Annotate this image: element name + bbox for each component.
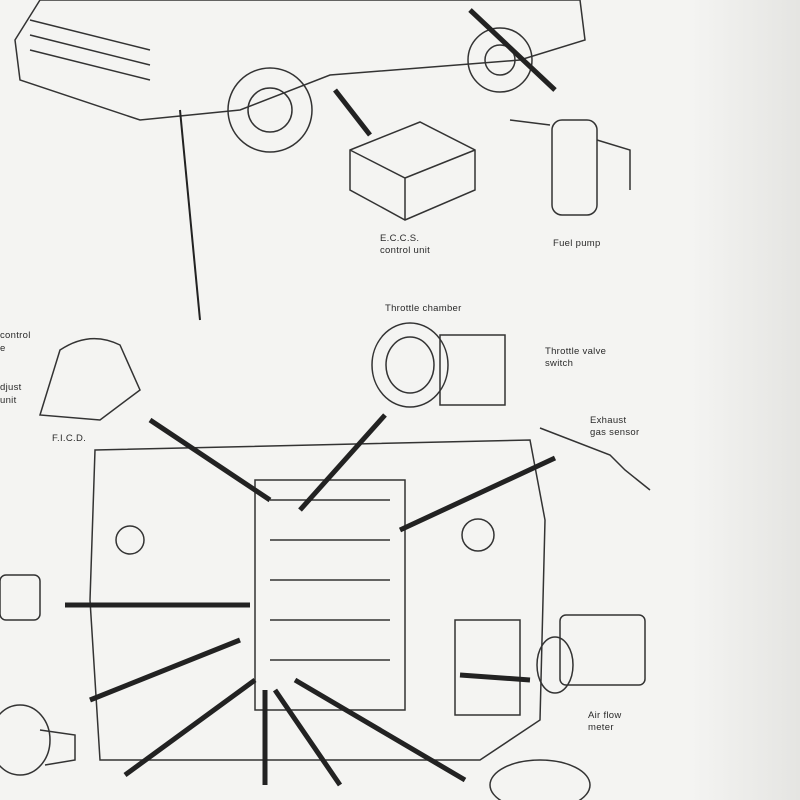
exhaust-gas-sensor [539, 427, 651, 491]
partial-control-label: control [0, 330, 31, 341]
partial-adjust-label: djust [0, 382, 22, 393]
pointer-arrows [65, 8, 557, 787]
fuel-pump [509, 119, 631, 216]
air-flow-meter [536, 614, 646, 694]
left-components [0, 574, 591, 800]
airflow-line1: Air flow [588, 710, 622, 721]
scan-shadow [690, 0, 800, 800]
throttle-switch-line1: Throttle valve [545, 346, 607, 357]
eccs-label-line2: control unit [380, 245, 431, 256]
airflow-line2: meter [588, 722, 614, 733]
exhaust-line2: gas sensor [590, 427, 640, 438]
ficd [39, 337, 141, 421]
throttle-switch-line2: switch [545, 358, 574, 369]
ficd-label: F.I.C.D. [52, 433, 87, 444]
eccs-label-line1: E.C.C.S. [380, 233, 420, 244]
throttle-chamber-label: Throttle chamber [385, 303, 462, 314]
exhaust-line1: Exhaust [590, 415, 627, 426]
partial-unit-label: unit [0, 395, 17, 406]
fuel-pump-label: Fuel pump [553, 238, 601, 249]
car-body [14, 0, 586, 153]
engine-bay [89, 439, 546, 761]
throttle-chamber [371, 322, 506, 408]
eccs-label: E.C.C.S.control unit [380, 233, 430, 257]
partial-e-label: e [0, 343, 6, 354]
eccs-control-unit [349, 121, 476, 221]
